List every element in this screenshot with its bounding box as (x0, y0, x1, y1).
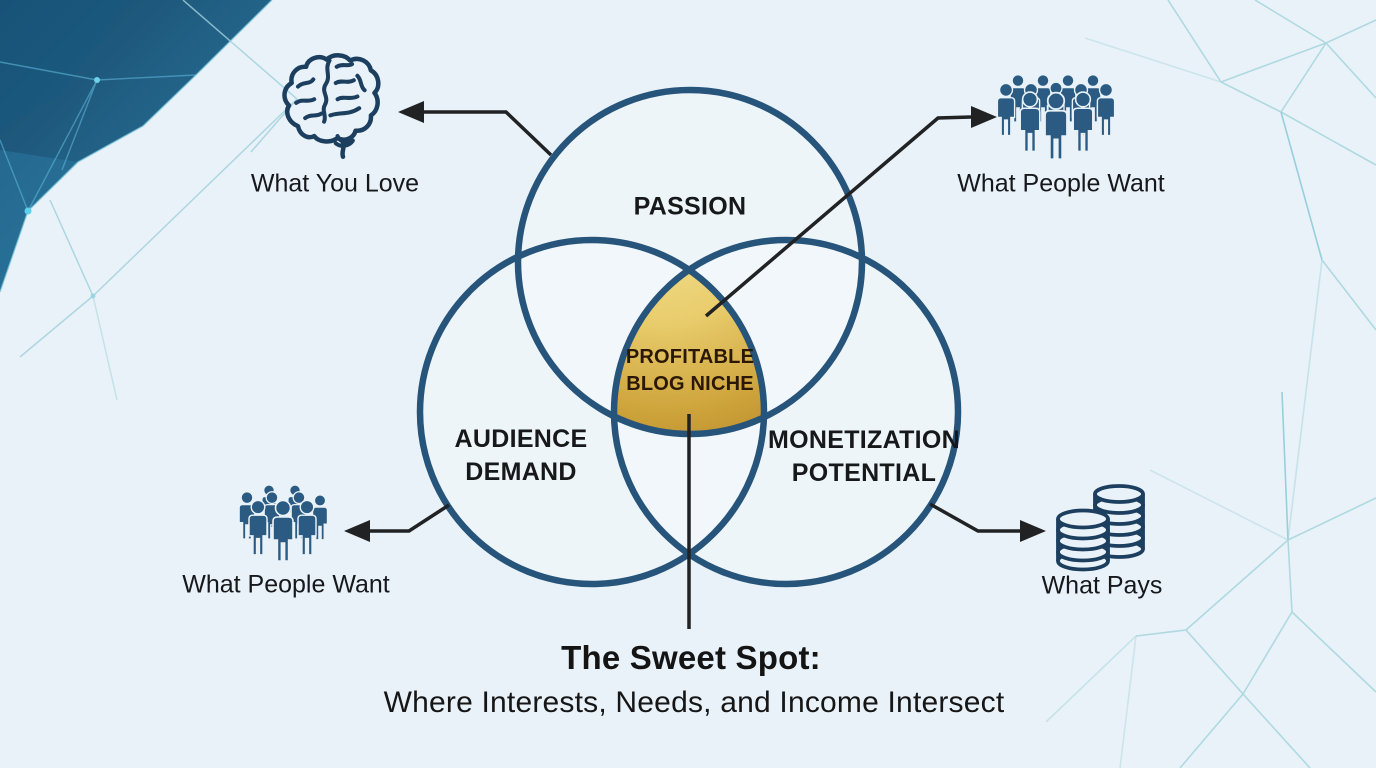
arrow-line-to-coins (929, 502, 1020, 533)
audience-demand-label: AUDIENCE DEMAND (455, 423, 588, 489)
brain-icon (282, 53, 381, 160)
profitable-blog-niche-label: PROFITABLE BLOG NICHE (626, 344, 754, 398)
coins-icon (1056, 484, 1145, 572)
footer-title: The Sweet Spot: (561, 639, 821, 676)
footer-subtitle: Where Interests, Needs, and Income Inter… (383, 686, 1005, 719)
caption-what-you-love: What You Love (250, 169, 420, 198)
arrowhead-left-top (398, 101, 424, 123)
venn-circle-monetization (610, 236, 962, 588)
crowd-icon-bottom-left (238, 484, 328, 562)
audience-demand-line1: AUDIENCE (454, 425, 588, 453)
corner-polygon-decoration (0, 0, 298, 401)
niche-line1: PROFITABLE (625, 346, 755, 368)
venn-diagram (416, 86, 962, 588)
caption-what-people-want-bottom: What People Want (182, 570, 390, 599)
niche-line2: BLOG NICHE (626, 373, 754, 395)
arrow-line-to-brain (424, 110, 553, 157)
arrow-line-to-crowd-top (704, 115, 972, 318)
background-mesh (1045, 0, 1376, 768)
arrowhead-right-bottom (1020, 520, 1046, 542)
monetization-line1: MONETIZATION (767, 426, 961, 454)
arrowhead-left-bottom (344, 520, 370, 542)
arrowhead-right-top (971, 106, 997, 128)
arrow-line-to-crowd-bottom (370, 503, 450, 533)
monetization-potential-label: MONETIZATION POTENTIAL (768, 424, 960, 490)
caption-what-pays: What Pays (1041, 571, 1163, 600)
monetization-line2: POTENTIAL (791, 459, 937, 487)
audience-demand-line2: DEMAND (465, 458, 577, 486)
passion-label: PASSION (633, 192, 747, 221)
caption-what-people-want-top: What People Want (957, 169, 1165, 198)
venn-circle-audience-demand (416, 236, 768, 588)
crowd-icon-top-right (996, 74, 1116, 161)
connector-arrows (344, 101, 1046, 629)
